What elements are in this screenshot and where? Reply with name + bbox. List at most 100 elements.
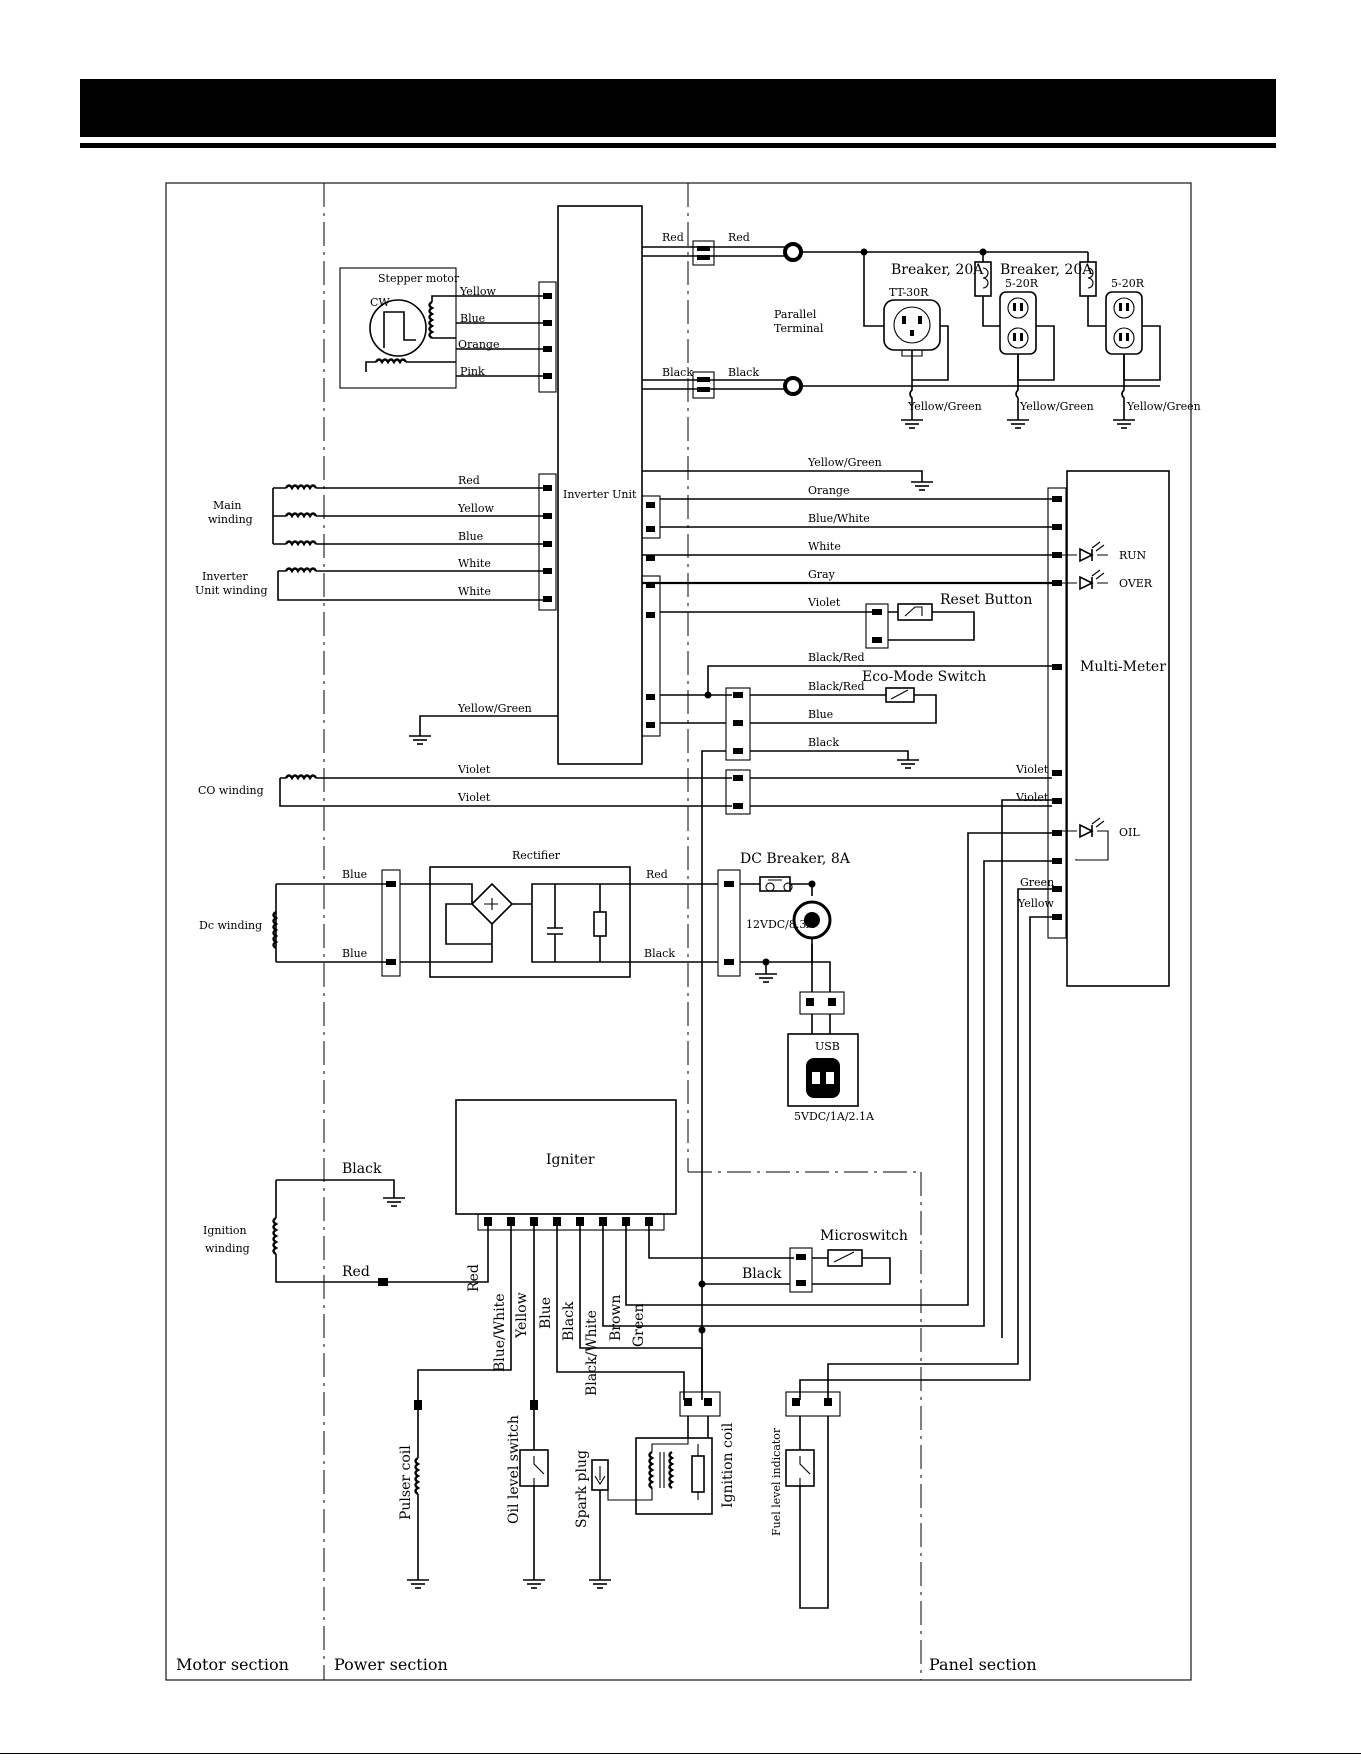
- mm-gray-label: Gray: [808, 568, 836, 581]
- main-blue-label: Blue: [458, 530, 483, 543]
- over-led: [1079, 575, 1094, 591]
- stepper-yellow-label: Yellow: [459, 285, 496, 298]
- run-led: [1079, 547, 1094, 563]
- dc-connector: [381, 869, 401, 977]
- usb-port-icon: [806, 1058, 840, 1098]
- fuel-level-indicator-label: Fuel level indicator: [770, 1427, 783, 1536]
- dc-blue-label-1: Blue: [342, 868, 367, 881]
- outlet-520r-1-label: 5-20R: [1005, 277, 1039, 290]
- mm-blue-label: Blue: [808, 708, 833, 721]
- usb-rating-label: 5VDC/1A/2.1A: [794, 1110, 875, 1123]
- eco-mode-switch-label: Eco-Mode Switch: [862, 669, 986, 685]
- over-led-label: OVER: [1119, 577, 1153, 590]
- winding-connector: [538, 473, 557, 611]
- breaker-1-label: Breaker, 20A: [891, 262, 984, 278]
- ignition-coil-label: Ignition coil: [720, 1422, 736, 1508]
- usb-label: USB: [815, 1040, 840, 1053]
- rect-red-label: Red: [646, 868, 668, 881]
- inverter-unit-label: Inverter Unit: [563, 488, 637, 501]
- parallel-terminal-red: [783, 242, 803, 262]
- mm-green-label: Green: [1020, 876, 1054, 889]
- ig-black-label: Black: [561, 1301, 577, 1341]
- mm-black-label: Black: [808, 736, 839, 749]
- dc-winding-label: Dc winding: [199, 919, 262, 932]
- stepper-pink-label: Pink: [460, 365, 485, 378]
- ignition-winding-label-1: Ignition: [203, 1224, 247, 1237]
- mm-violet-label: Violet: [807, 596, 841, 609]
- ignition-winding-label-2: winding: [205, 1242, 250, 1255]
- out-black-label-2: Black: [728, 366, 759, 379]
- outlet-520r-2: [1105, 291, 1143, 355]
- reset-connector: [865, 603, 889, 649]
- mm-blackred-label-1: Black/Red: [808, 651, 865, 664]
- co-violet-label-3: Violet: [1015, 763, 1049, 776]
- eco-mode-switch: [885, 687, 915, 703]
- igniter-label: Igniter: [546, 1152, 595, 1168]
- dc-outlet-label: 12VDC/8.3A: [746, 918, 815, 931]
- header-rule: [80, 143, 1276, 148]
- section-frames: [165, 182, 1192, 1681]
- ign-black-label: Black: [342, 1161, 382, 1177]
- stepper-motor-label: Stepper motor: [378, 272, 460, 285]
- main-yellow-label: Yellow: [457, 502, 494, 515]
- dc-out-connector: [717, 869, 741, 977]
- power-section-label: Power section: [334, 1655, 448, 1674]
- outlet-520r-1: [999, 291, 1037, 355]
- gnd-yg-label-2: Yellow/Green: [1019, 400, 1094, 413]
- co-violet-label-2: Violet: [457, 791, 491, 804]
- dc-breaker-label: DC Breaker, 8A: [740, 851, 851, 867]
- co-connector: [725, 769, 751, 815]
- main-winding-label-1: Main: [213, 499, 241, 512]
- co-violet-label-1: Violet: [457, 763, 491, 776]
- out-red-label-1: Red: [662, 231, 684, 244]
- reset-button-label: Reset Button: [940, 592, 1032, 608]
- ignition-coil-connector: [679, 1391, 721, 1417]
- stepper-cw-label: CW: [370, 296, 390, 309]
- spark-plug-label: Spark plug: [574, 1450, 590, 1528]
- stepper-motor-box: [339, 267, 457, 389]
- multi-meter-label: Multi-Meter: [1080, 659, 1166, 675]
- rectifier-label: Rectifier: [512, 849, 561, 862]
- gnd-yg-label-1: Yellow/Green: [907, 400, 982, 413]
- mm-blackred-label-2: Black/Red: [808, 680, 865, 693]
- outlet-tt30r-label: TT-30R: [889, 286, 929, 299]
- ig-blackwhite-label: Black/White: [584, 1310, 600, 1396]
- stepper-orange-label: Orange: [458, 338, 499, 351]
- inv-white-label-1: White: [458, 557, 491, 570]
- ig-blue-label: Blue: [538, 1297, 554, 1329]
- microswitch: [827, 1249, 863, 1267]
- reset-button: [897, 603, 933, 621]
- micro-black-label: Black: [742, 1266, 782, 1282]
- mm-yellow-label: Yellow: [1017, 897, 1054, 910]
- microswitch-label: Microswitch: [820, 1228, 908, 1244]
- eco-connector: [725, 687, 751, 761]
- out-red-label-2: Red: [728, 231, 750, 244]
- stepper-motor-symbol: [369, 299, 427, 357]
- out-black-label-1: Black: [662, 366, 693, 379]
- meter-connector-a: [641, 495, 661, 539]
- stepper-connector: [538, 281, 557, 393]
- outlet-520r-2-label: 5-20R: [1111, 277, 1145, 290]
- igniter-box: [455, 1099, 677, 1215]
- main-winding-label-2: winding: [208, 513, 253, 526]
- run-led-label: RUN: [1119, 549, 1147, 562]
- parallel-terminal-label-2: Terminal: [774, 322, 824, 335]
- inverter-winding-label-2: Unit winding: [195, 584, 268, 597]
- inverter-unit-box: [557, 205, 643, 765]
- motor-section-label: Motor section: [176, 1655, 289, 1674]
- meter-connector-b: [641, 575, 661, 737]
- mm-white-label: White: [808, 540, 841, 553]
- ig-bluewhite-label: Blue/White: [492, 1293, 508, 1372]
- pulser-coil-label: Pulser coil: [398, 1445, 414, 1520]
- oil-level-switch-label: Oil level switch: [506, 1415, 522, 1524]
- oil-led: [1079, 823, 1094, 839]
- parallel-terminal-label-1: Parallel: [774, 308, 817, 321]
- stepper-blue-label: Blue: [460, 312, 485, 325]
- main-red-label: Red: [458, 474, 480, 487]
- inverter-winding-label-1: Inverter: [202, 570, 248, 583]
- co-violet-label-4: Violet: [1015, 791, 1049, 804]
- mm-orange-label: Orange: [808, 484, 849, 497]
- multi-meter-box: [1066, 470, 1170, 987]
- rect-black-label: Black: [644, 947, 675, 960]
